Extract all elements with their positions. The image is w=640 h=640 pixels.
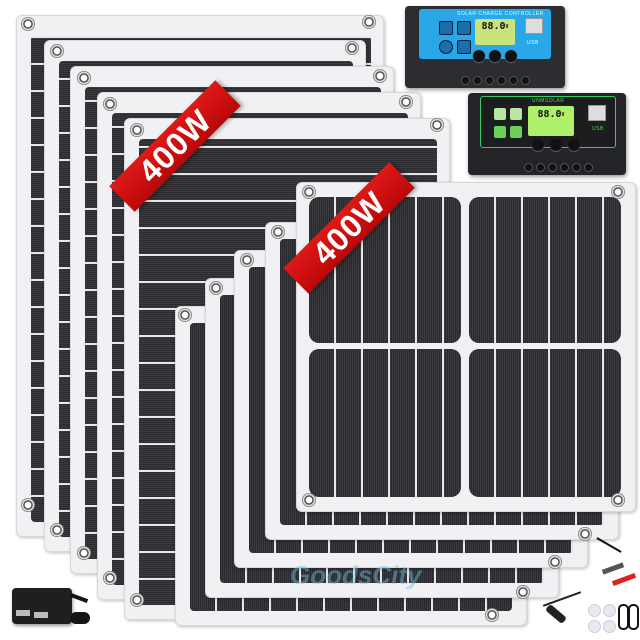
menu-button xyxy=(532,139,544,151)
terminal xyxy=(521,76,530,85)
grommet xyxy=(240,253,254,267)
alligator-clip-red xyxy=(611,573,637,586)
alligator-clip-black xyxy=(601,562,625,575)
usb-label: USB xyxy=(527,40,539,46)
lcd-unit: V xyxy=(561,112,565,118)
clock-icon xyxy=(494,126,506,138)
lcd-unit: V xyxy=(505,24,509,30)
terminal xyxy=(536,163,545,172)
terminal xyxy=(473,76,482,85)
grommet xyxy=(516,585,530,599)
dc-connector xyxy=(70,612,90,624)
grommet xyxy=(302,185,316,199)
grommet xyxy=(302,493,316,507)
grommet xyxy=(362,15,376,29)
grommet xyxy=(209,281,223,295)
terminal xyxy=(509,76,518,85)
grommet xyxy=(548,555,562,569)
down-button xyxy=(505,50,517,62)
down-button xyxy=(568,139,580,151)
lock-icon xyxy=(457,40,471,54)
grommet xyxy=(130,123,144,137)
grommet xyxy=(271,225,285,239)
grommet xyxy=(21,498,35,512)
usb-port xyxy=(16,610,30,616)
grommet xyxy=(399,95,413,109)
suction-cup xyxy=(588,604,601,617)
suction-cup xyxy=(603,620,616,633)
terminal xyxy=(461,76,470,85)
terminal xyxy=(485,76,494,85)
lcd-display: 88.0V xyxy=(475,19,515,45)
usb-port xyxy=(525,18,543,34)
terminal xyxy=(497,76,506,85)
lcd-value: 88.0 xyxy=(537,109,562,120)
grommet xyxy=(345,41,359,55)
grommet xyxy=(103,97,117,111)
grommet xyxy=(130,593,144,607)
grommet xyxy=(50,44,64,58)
lock-icon xyxy=(510,126,522,138)
grommet xyxy=(578,527,592,541)
grommet xyxy=(103,571,117,585)
terminal xyxy=(560,163,569,172)
grommet xyxy=(611,493,625,507)
clock-icon xyxy=(439,40,453,54)
grommet xyxy=(178,308,192,322)
grommet xyxy=(373,69,387,83)
grommet xyxy=(50,523,64,537)
carabiner xyxy=(628,604,639,630)
terminal xyxy=(584,163,593,172)
grommet xyxy=(485,608,499,622)
lcd-value: 88.0 xyxy=(481,21,506,32)
terminal xyxy=(548,163,557,172)
controller-title: SOLAR CHARGE CONTROLLER xyxy=(457,11,544,17)
usb-adapter-box xyxy=(12,588,72,624)
menu-icon xyxy=(439,21,453,35)
usb-port xyxy=(34,612,48,618)
grommet xyxy=(430,118,444,132)
grommet xyxy=(77,546,91,560)
up-button xyxy=(550,139,562,151)
watermark: GoodsCity xyxy=(290,560,422,590)
lcd-display: 88.0V xyxy=(528,106,574,136)
usb-label: USB xyxy=(592,126,604,132)
terminal xyxy=(572,163,581,172)
suction-cup xyxy=(603,604,616,617)
controller-title: UNMSOLAR xyxy=(532,98,565,104)
terminal xyxy=(524,163,533,172)
up-button xyxy=(489,50,501,62)
dc-cable xyxy=(69,593,89,603)
grommet xyxy=(21,17,35,31)
settings-icon xyxy=(510,108,522,120)
solar-panel-front xyxy=(296,182,636,512)
car-charger-plug xyxy=(545,603,567,625)
solar-charge-controller-black: UNMSOLAR 88.0V USB xyxy=(468,93,626,175)
settings-icon xyxy=(457,21,471,35)
solar-charge-controller-blue: SOLAR CHARGE CONTROLLER 88.0V USB xyxy=(405,6,565,88)
usb-port xyxy=(588,105,606,121)
menu-icon xyxy=(494,108,506,120)
suction-cup xyxy=(588,620,601,633)
grommet xyxy=(77,71,91,85)
menu-button xyxy=(473,50,485,62)
grommet xyxy=(611,185,625,199)
